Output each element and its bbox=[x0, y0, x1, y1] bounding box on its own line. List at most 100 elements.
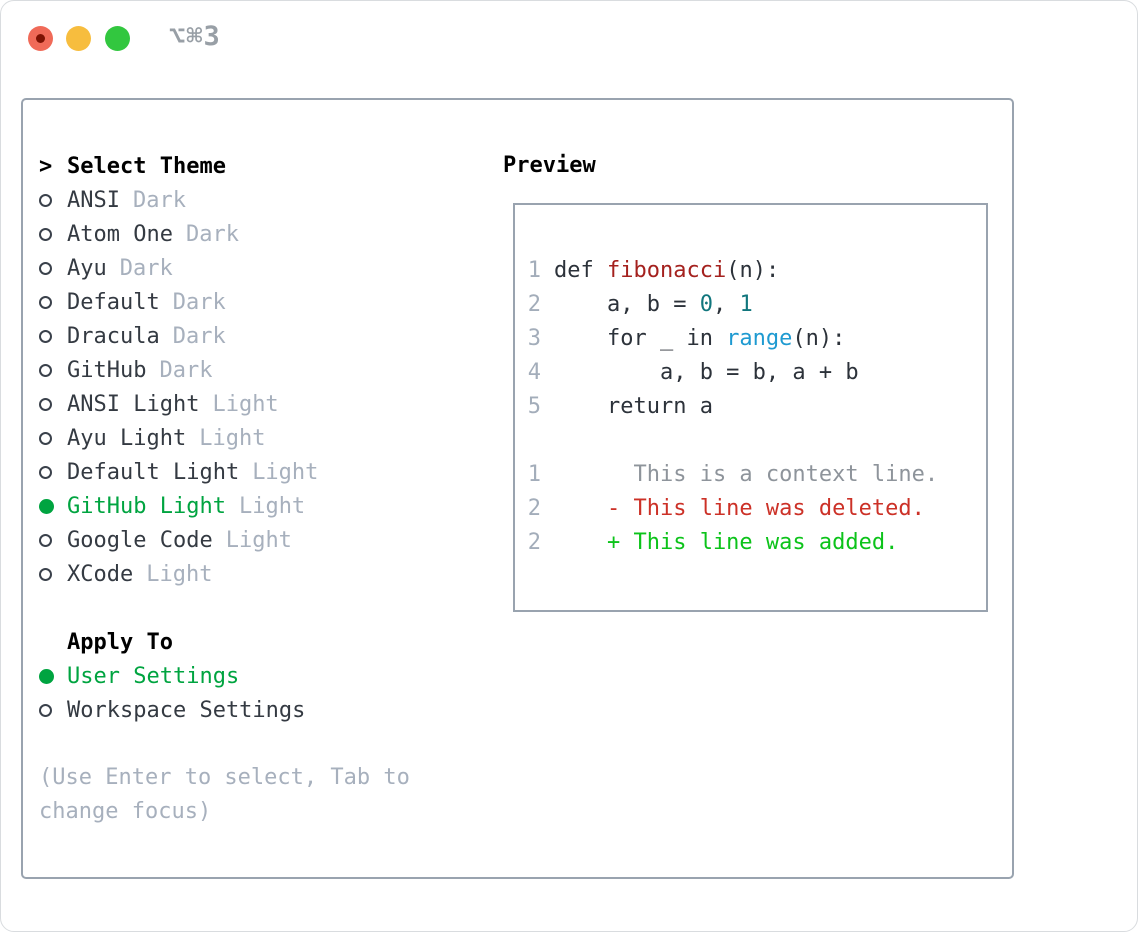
close-button[interactable] bbox=[28, 26, 53, 51]
line-number: 1 bbox=[527, 462, 541, 487]
circle-icon bbox=[39, 431, 52, 445]
option-ayu-light[interactable]: Ayu Light Light bbox=[39, 421, 491, 455]
line-number: 3 bbox=[527, 326, 541, 351]
radio-icon bbox=[39, 261, 67, 275]
code-token: (n): bbox=[792, 326, 846, 351]
option-variant-label: Dark bbox=[172, 323, 226, 349]
window-title: ⌥⌘3 bbox=[169, 21, 221, 52]
code-token: , bbox=[712, 292, 740, 317]
spacer bbox=[39, 591, 491, 625]
line-number: 2 bbox=[527, 530, 541, 555]
radio-icon bbox=[39, 703, 67, 717]
option-variant-label: Light bbox=[238, 493, 306, 519]
code-token: range bbox=[726, 326, 793, 351]
option-label: Workspace Settings bbox=[67, 697, 306, 723]
radio-icon bbox=[39, 363, 67, 377]
preview-title: Preview bbox=[503, 153, 596, 178]
circle-icon bbox=[39, 703, 52, 717]
option-variant-label: Dark bbox=[172, 289, 226, 315]
option-label: Ayu bbox=[67, 255, 107, 281]
circle-icon bbox=[39, 295, 52, 309]
radio-icon bbox=[39, 397, 67, 411]
code-token: a, b = bbox=[554, 292, 700, 317]
code-line: 5 return a bbox=[527, 390, 978, 424]
code-token: 0 bbox=[699, 292, 713, 317]
option-variant-label: Dark bbox=[185, 221, 239, 247]
circle-icon bbox=[39, 329, 52, 343]
circle-icon bbox=[39, 465, 52, 479]
code-token: return a bbox=[554, 394, 713, 419]
code-token: fibonacci bbox=[606, 258, 727, 283]
option-ayu[interactable]: Ayu Dark bbox=[39, 251, 491, 285]
code-token: def bbox=[554, 258, 607, 283]
option-label: Default Light bbox=[67, 459, 240, 485]
circle-icon bbox=[39, 193, 52, 207]
line-number: 4 bbox=[527, 360, 541, 385]
title-bar: ⌥⌘3 bbox=[1, 1, 1137, 77]
code-token: (n): bbox=[726, 258, 780, 283]
option-variant-label: Dark bbox=[119, 255, 173, 281]
option-workspace-settings[interactable]: Workspace Settings bbox=[39, 693, 491, 727]
option-variant-label: Light bbox=[252, 459, 319, 485]
line-number: 1 bbox=[527, 258, 541, 283]
option-github-light[interactable]: GitHub Light Light bbox=[39, 489, 491, 523]
select-theme-header: > Select Theme bbox=[39, 149, 491, 183]
option-label: User Settings bbox=[67, 663, 240, 689]
zoom-button[interactable] bbox=[105, 26, 130, 51]
code-token: + This line was added. bbox=[554, 530, 899, 555]
blank-line bbox=[527, 424, 978, 458]
filled-circle-icon bbox=[39, 668, 54, 684]
diff-deleted-line: 2 - This line was deleted. bbox=[527, 492, 978, 526]
code-token: This is a context line. bbox=[554, 462, 939, 487]
spacer bbox=[39, 727, 491, 761]
radio-icon bbox=[39, 329, 67, 343]
close-focus-dot-icon bbox=[36, 34, 45, 43]
diff-added-line: 2 + This line was added. bbox=[527, 526, 978, 560]
option-label: ANSI bbox=[67, 187, 120, 213]
select-theme-title: Select Theme bbox=[67, 153, 226, 179]
code-token: a, b = b, a + b bbox=[554, 360, 859, 385]
code-line: 3 for _ in range(n): bbox=[527, 322, 978, 356]
option-user-settings[interactable]: User Settings bbox=[39, 659, 491, 693]
option-label: Dracula bbox=[67, 323, 160, 349]
circle-icon bbox=[39, 227, 52, 241]
code-line: 2 a, b = 0, 1 bbox=[527, 288, 978, 322]
apply-to-header: Apply To bbox=[39, 625, 491, 659]
filled-circle-icon bbox=[39, 498, 54, 514]
circle-icon bbox=[39, 533, 52, 547]
option-variant-label: Light bbox=[199, 425, 266, 451]
keyboard-hint: (Use Enter to select, Tab to change focu… bbox=[39, 765, 410, 824]
prompt-caret-icon: > bbox=[39, 153, 53, 179]
radio-icon bbox=[39, 295, 67, 309]
code-token: for _ in bbox=[554, 326, 727, 351]
option-dracula[interactable]: Dracula Dark bbox=[39, 319, 491, 353]
option-label: GitHub Light bbox=[67, 493, 226, 519]
diff-context-line: 1 This is a context line. bbox=[527, 458, 978, 492]
line-number bbox=[527, 424, 541, 458]
option-variant-label: Light bbox=[225, 527, 292, 553]
radio-icon bbox=[39, 533, 67, 547]
code-line: 1 def fibonacci(n): bbox=[527, 254, 978, 288]
circle-icon bbox=[39, 397, 52, 411]
option-default-light[interactable]: Default Light Light bbox=[39, 455, 491, 489]
radio-selected-icon bbox=[39, 498, 67, 514]
code-token: 1 bbox=[739, 292, 753, 317]
line-number: 2 bbox=[527, 292, 541, 317]
circle-icon bbox=[39, 261, 52, 275]
line-number: 5 bbox=[527, 394, 541, 419]
circle-icon bbox=[39, 567, 52, 581]
option-variant-label: Light bbox=[146, 561, 213, 587]
option-label: Ayu Light bbox=[67, 425, 187, 451]
minimize-button[interactable] bbox=[66, 26, 91, 51]
